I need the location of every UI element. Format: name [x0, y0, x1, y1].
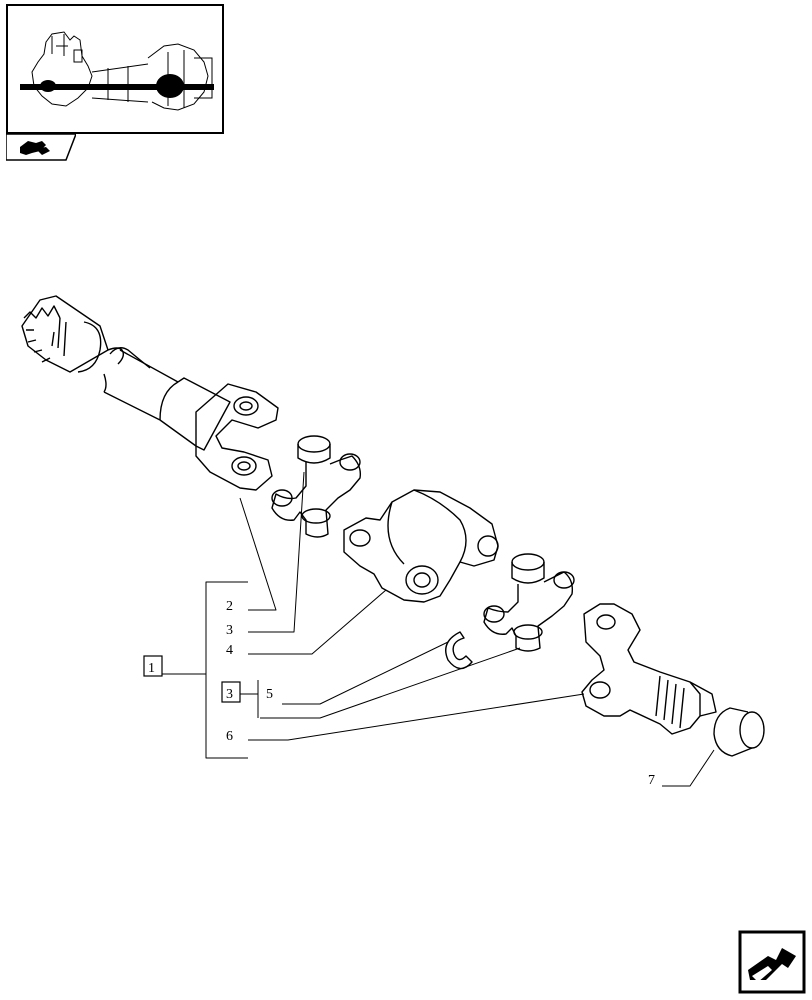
- assembly-thumbnail: [6, 4, 224, 134]
- callout-4: 4: [226, 643, 233, 658]
- callout-7: 7: [648, 773, 655, 788]
- shaft-tube: [103, 347, 231, 451]
- subgroup-ref-label: 3: [226, 687, 233, 702]
- callout-6: 6: [226, 729, 233, 744]
- output-yoke: [581, 603, 717, 735]
- shaft-yoke: [195, 383, 279, 491]
- leader-lines: [162, 471, 715, 787]
- spider-cross-2: [483, 553, 575, 652]
- group-ref-box: [143, 655, 163, 677]
- center-double-yoke: [343, 489, 499, 603]
- group-ref-label: 1: [148, 661, 155, 676]
- spider-cross-1: [271, 435, 362, 538]
- callout-5: 5: [266, 687, 273, 702]
- group-tab: [6, 133, 76, 161]
- callout-2: 2: [226, 599, 233, 614]
- snap-ring: [445, 631, 473, 670]
- callout-3: 3: [226, 623, 233, 638]
- axle-assembly-thumbnail-icon: [20, 31, 214, 111]
- subgroup-ref-box: [221, 681, 241, 703]
- bearing-cup: [713, 707, 765, 757]
- next-page-arrow-icon: [738, 930, 806, 994]
- next-page-button[interactable]: [738, 930, 806, 994]
- splined-shaft-end: [21, 295, 109, 373]
- tractor-axle-icon: [6, 133, 76, 161]
